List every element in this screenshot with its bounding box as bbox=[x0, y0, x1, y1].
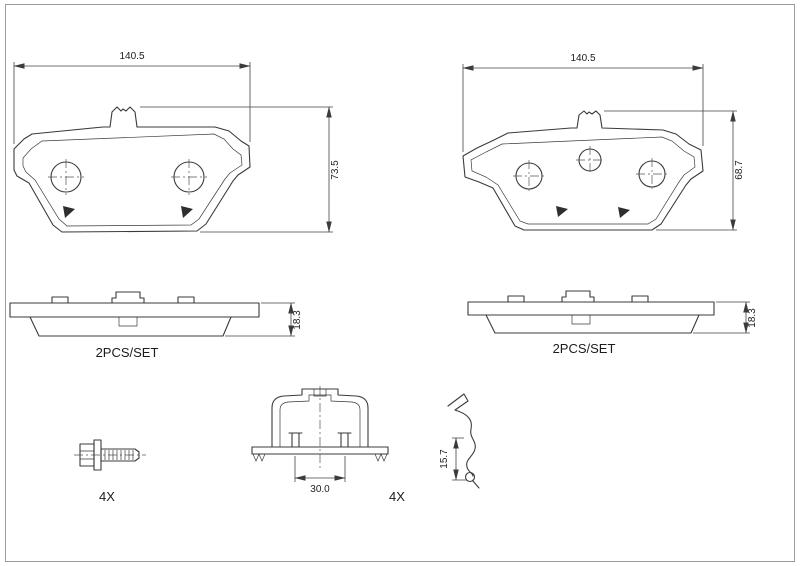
pad-backplate-outline bbox=[462, 110, 704, 231]
pad-front-view-right bbox=[462, 110, 704, 231]
set-quantity-label-left: 2PCS/SET bbox=[96, 345, 159, 360]
clip-top-slot bbox=[313, 389, 327, 397]
bolt-thread-marks bbox=[104, 450, 134, 460]
clip-arch-outer bbox=[271, 388, 369, 448]
wear-mark-right bbox=[181, 206, 193, 218]
pad-front-left-width-dimension: 140.5 bbox=[13, 51, 251, 144]
pad-backplate-outline bbox=[13, 106, 251, 233]
center-lug bbox=[118, 317, 138, 327]
friction-profile bbox=[485, 314, 700, 334]
extension-lines bbox=[13, 62, 251, 144]
retainer-lugs bbox=[51, 291, 195, 304]
friction-material-outline bbox=[22, 133, 243, 227]
extension-lines bbox=[452, 437, 466, 481]
friction-profile bbox=[29, 316, 232, 337]
pad-edge-view-right bbox=[467, 290, 715, 334]
friction-material-outline bbox=[470, 136, 696, 225]
clip-base-rail bbox=[251, 446, 389, 455]
sensor-tail bbox=[472, 480, 480, 489]
mount-hole-left-crosshair bbox=[513, 160, 545, 192]
pad-front-right-height-dimension: 68.7 bbox=[604, 110, 745, 231]
mount-hole-center-crosshair bbox=[576, 146, 604, 174]
dim-label-edge-right-thickness: 18.3 bbox=[747, 308, 758, 328]
drawing-border bbox=[5, 4, 795, 562]
dim-label-pad-right-height: 68.7 bbox=[734, 160, 745, 180]
clip-arch-inner bbox=[279, 394, 361, 447]
mount-hole-left-crosshair bbox=[48, 159, 84, 195]
clip-right-teeth bbox=[374, 453, 388, 462]
dim-label-edge-left-thickness: 18.3 bbox=[292, 310, 303, 330]
spring-clip-width-dimension: 30.0 bbox=[294, 456, 346, 495]
wear-sensor-view bbox=[447, 393, 480, 489]
center-lug bbox=[571, 315, 591, 325]
wear-sensor-height-dimension: 15.7 bbox=[439, 437, 466, 481]
bolt-head-facets bbox=[80, 450, 94, 460]
bolt-shank bbox=[100, 448, 140, 462]
extension-lines bbox=[693, 301, 750, 334]
mount-hole-right-crosshair bbox=[636, 158, 668, 190]
mount-hole-right-crosshair bbox=[171, 159, 207, 195]
bolt-quantity-label: 4X bbox=[99, 489, 115, 504]
extension-lines bbox=[140, 106, 333, 233]
dim-label-pad-left-height: 73.5 bbox=[330, 160, 341, 180]
wear-mark-left bbox=[63, 206, 75, 218]
dim-label-clip-width: 30.0 bbox=[310, 484, 330, 495]
pad-edge-left-thickness-dimension: 18.3 bbox=[225, 302, 303, 337]
spring-clip-view bbox=[251, 386, 389, 470]
dim-label-pad-right-width: 140.5 bbox=[570, 53, 595, 64]
bolt-side-view bbox=[74, 439, 146, 471]
dim-label-pad-left-width: 140.5 bbox=[119, 51, 144, 62]
extension-lines bbox=[225, 302, 295, 337]
clip-center-posts bbox=[288, 432, 352, 448]
clip-quantity-label: 4X bbox=[389, 489, 405, 504]
sensor-loop bbox=[464, 471, 476, 483]
pad-front-view-left bbox=[13, 106, 251, 233]
pad-edge-view-left bbox=[9, 291, 260, 337]
wear-mark-left bbox=[556, 206, 568, 217]
sensor-wire bbox=[454, 409, 476, 477]
pad-edge-right-thickness-dimension: 18.3 bbox=[693, 301, 758, 334]
clip-left-teeth bbox=[252, 453, 266, 462]
set-quantity-label-right: 2PCS/SET bbox=[553, 341, 616, 356]
dim-label-sensor-height: 15.7 bbox=[439, 449, 450, 469]
extension-lines bbox=[462, 64, 704, 152]
sensor-top-hook bbox=[447, 393, 469, 411]
bolt-flange-washer bbox=[93, 439, 102, 471]
backplate-strip bbox=[9, 302, 260, 318]
wear-mark-right bbox=[618, 207, 630, 218]
retainer-lugs bbox=[507, 290, 649, 303]
backplate-strip bbox=[467, 301, 715, 316]
pad-front-right-width-dimension: 140.5 bbox=[462, 53, 704, 152]
pad-front-left-height-dimension: 73.5 bbox=[140, 106, 341, 233]
extension-lines bbox=[604, 110, 737, 231]
